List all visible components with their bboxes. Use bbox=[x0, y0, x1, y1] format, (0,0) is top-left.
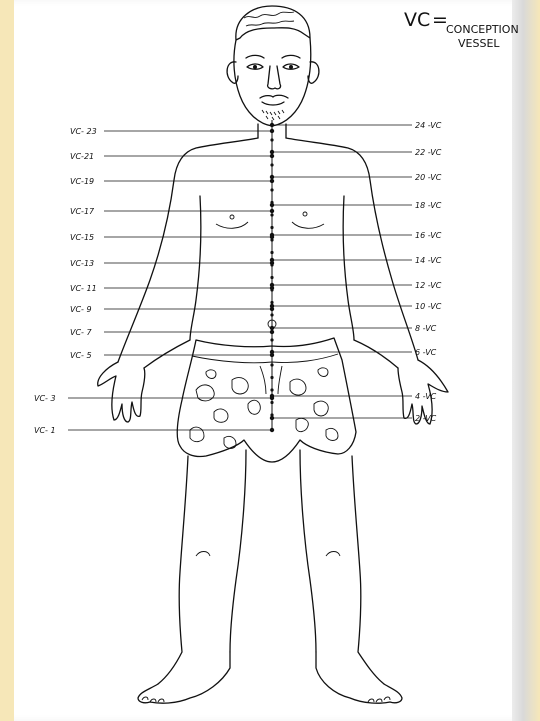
acupoint-label-left: VC- 5 bbox=[70, 351, 92, 360]
acupoint-label-right: 2 -VC bbox=[415, 414, 437, 423]
title-abbrev: VC bbox=[404, 9, 430, 31]
midline-dot bbox=[270, 363, 273, 366]
right-brow bbox=[282, 55, 300, 58]
acupoint-dot bbox=[270, 129, 274, 133]
acupoint-dot bbox=[270, 304, 274, 308]
midline-dot bbox=[270, 201, 273, 204]
midline-dot bbox=[270, 326, 273, 329]
midline-dot bbox=[270, 276, 273, 279]
mustache bbox=[260, 95, 288, 98]
title-line-2: VESSEL bbox=[458, 37, 500, 50]
left-leg-outer bbox=[158, 456, 188, 684]
left-torso-side bbox=[190, 196, 201, 340]
acupoint-label-right: 16 -VC bbox=[415, 231, 442, 240]
left-nipple bbox=[230, 215, 234, 219]
acupoint-label-right: 4 -VC bbox=[415, 392, 437, 401]
midline-dot bbox=[270, 288, 273, 291]
acupoint-dot bbox=[270, 283, 274, 287]
acupoint-label-left: VC- 9 bbox=[70, 305, 92, 314]
right-pupil bbox=[289, 65, 293, 69]
acupoint-label-left: VC- 3 bbox=[34, 394, 56, 403]
left-toes bbox=[142, 697, 164, 702]
left-forearm-inner bbox=[144, 340, 190, 368]
acupoint-label-right: 20 -VC bbox=[415, 173, 442, 182]
midline-dot bbox=[270, 313, 273, 316]
acupoint-dot bbox=[270, 209, 274, 213]
right-leg-outer bbox=[352, 456, 384, 684]
midline-dot bbox=[270, 213, 273, 216]
acupoint-label-left: VC-19 bbox=[70, 177, 94, 186]
midline-dot bbox=[270, 138, 273, 141]
acupoint-dot bbox=[270, 123, 274, 127]
nose bbox=[268, 66, 281, 89]
left-pupil bbox=[253, 65, 257, 69]
title-line-1: CONCEPTION bbox=[446, 23, 519, 36]
left-brow bbox=[246, 55, 264, 58]
acupoint-label-right: 6 -VC bbox=[415, 348, 437, 357]
midline-dot bbox=[270, 151, 273, 154]
acupoint-dot bbox=[270, 394, 274, 398]
vessel-points bbox=[68, 123, 412, 432]
midline-dot bbox=[270, 301, 273, 304]
acupoint-label-right: 10 -VC bbox=[415, 302, 442, 311]
midline-dot bbox=[270, 338, 273, 341]
acupoint-label-left: VC- 11 bbox=[70, 284, 97, 293]
midline-dot bbox=[270, 176, 273, 179]
right-forearm-inner bbox=[354, 340, 398, 368]
knee-marks bbox=[196, 552, 340, 557]
acupoint-label-left: VC-17 bbox=[70, 207, 95, 216]
midline-dot bbox=[270, 351, 273, 354]
acupoint-label-left: VC- 7 bbox=[70, 328, 92, 337]
acupoint-label-left: VC- 1 bbox=[34, 426, 56, 435]
acupoint-dot bbox=[270, 154, 274, 158]
right-leg-inner bbox=[300, 450, 316, 652]
midline-dot bbox=[270, 238, 273, 241]
midline-dot bbox=[270, 226, 273, 229]
right-torso-side bbox=[343, 196, 354, 340]
right-nipple bbox=[303, 212, 307, 216]
midline-dot bbox=[270, 388, 273, 391]
acupoint-label-right: 12 -VC bbox=[415, 281, 442, 290]
acupoint-label-right: 22 -VC bbox=[415, 148, 442, 157]
acupoint-label-right: 8 -VC bbox=[415, 324, 437, 333]
acupoint-label-right: 24 -VC bbox=[415, 121, 442, 130]
left-hand bbox=[98, 362, 145, 422]
acupoint-label-left: VC-15 bbox=[70, 233, 94, 242]
right-foot bbox=[316, 652, 402, 703]
left-ear bbox=[227, 62, 238, 83]
midline-dot bbox=[270, 376, 273, 379]
acupoint-label-right: 18 -VC bbox=[415, 201, 442, 210]
acupoint-label-left: VC-21 bbox=[70, 152, 94, 161]
mouth bbox=[262, 102, 284, 105]
right-pec-line bbox=[292, 222, 324, 228]
diagram-title: VC = CONCEPTION VESSEL bbox=[404, 9, 519, 50]
midline-dot bbox=[270, 413, 273, 416]
midline-dot bbox=[270, 163, 273, 166]
right-toes bbox=[368, 697, 390, 702]
acupoint-dot bbox=[270, 179, 274, 183]
acupoint-dot bbox=[270, 330, 274, 334]
left-leg-inner bbox=[230, 450, 246, 652]
acupoint-dot bbox=[270, 428, 274, 432]
midline-dot bbox=[270, 188, 273, 191]
hair-texture bbox=[244, 12, 294, 26]
left-shoulder-arm-outer bbox=[118, 138, 258, 362]
midline-dot bbox=[270, 251, 273, 254]
beard bbox=[262, 110, 284, 120]
acupoint-label-left: VC-13 bbox=[70, 259, 94, 268]
head-outline bbox=[234, 38, 311, 126]
acupoint-dot bbox=[270, 233, 274, 237]
left-foot bbox=[138, 652, 230, 703]
acupoint-label-right: 14 -VC bbox=[415, 256, 442, 265]
midline-dot bbox=[270, 401, 273, 404]
left-pec-line bbox=[216, 222, 248, 228]
acupoint-label-left: VC- 23 bbox=[70, 127, 97, 136]
acupoint-dot bbox=[270, 258, 274, 262]
midline-dot bbox=[270, 263, 273, 266]
